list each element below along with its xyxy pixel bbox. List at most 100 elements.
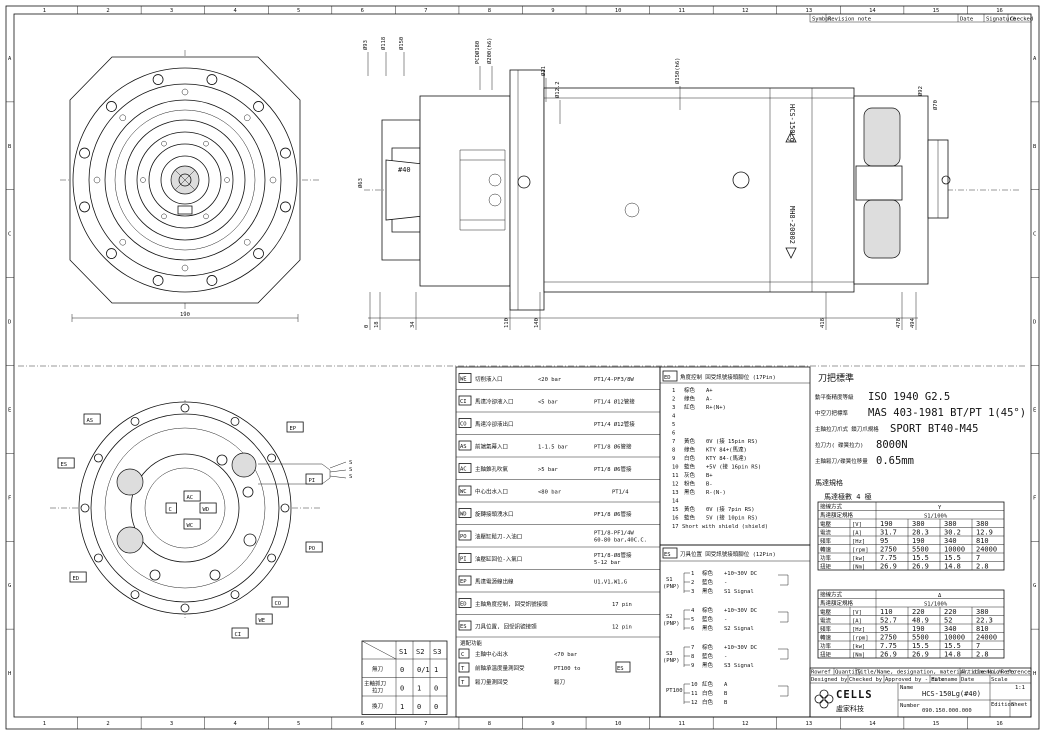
option-code: T	[461, 666, 465, 672]
port-pressure: 1-1.5 bar	[538, 445, 568, 451]
port-tag-ci: CI	[235, 632, 242, 638]
grid-row-C: C	[8, 232, 11, 238]
motor-value: 5500	[912, 634, 929, 642]
wire-tag-1: S	[349, 467, 352, 473]
motor-value: 15.5	[944, 554, 961, 562]
es-pin-color: 棕色	[702, 643, 714, 651]
grid-col-9: 9	[551, 8, 554, 14]
state-value: 1	[417, 685, 421, 693]
motor-value: 190	[912, 625, 925, 633]
port-thread: PT1/4	[612, 490, 629, 496]
motor-row-unit: [V]	[852, 610, 862, 616]
ed-pin-signal: B+	[706, 473, 713, 479]
tb-edition: Edition	[991, 702, 1014, 708]
motor-value: 7.75	[880, 554, 897, 562]
grid-col-7: 7	[424, 721, 427, 727]
motor-value: 48.9	[912, 617, 929, 625]
motor-value: 2750	[880, 634, 897, 642]
rev-symbol: Symbol	[812, 17, 832, 23]
ed-pin-color: 黃色	[684, 437, 696, 445]
motor-value: 190	[912, 537, 925, 545]
es-pin-color: 黑色	[702, 587, 714, 595]
port-thread: PT1/4 Ø12管接	[594, 420, 635, 428]
spec-value: ISO 1940 G2.5	[868, 391, 950, 403]
motor-value: 2750	[880, 546, 897, 554]
es-pin-color: 棕色	[702, 569, 714, 577]
motor-value: 15.5	[912, 554, 929, 562]
port-tag-wd: WD	[203, 507, 210, 513]
ed-pin-no: 3	[672, 405, 675, 411]
body-label-bottom: MH8-20002	[788, 206, 796, 244]
state-value: 1	[434, 666, 438, 674]
port-tag-co: CO	[275, 601, 282, 607]
bottom-dim-5: 418	[820, 318, 826, 328]
ed-title: 角度控制 回受訊號接頭腳位 (17Pin)	[680, 373, 776, 381]
grid-col-9: 9	[551, 721, 554, 727]
es-pin-no: 10	[691, 682, 698, 688]
motor-value: 14.8	[944, 651, 961, 659]
ed-pin-signal: B-	[706, 482, 713, 488]
grid-col-3: 3	[170, 721, 173, 727]
ed-pin-signal: Short with shield (shield)	[682, 524, 768, 530]
state-header-s3: S3	[433, 648, 441, 656]
grid-row-H: H	[1033, 671, 1036, 677]
ed-pin-color: 綠色	[684, 446, 696, 454]
grid-col-8: 8	[488, 8, 491, 14]
bottom-dim-7: 494	[910, 317, 916, 328]
grid-row-C: C	[1033, 232, 1036, 238]
ed-pin-signal: R-(N-)	[706, 490, 726, 496]
tb-company: CELLS	[836, 689, 873, 701]
spec-value: 0.65mm	[876, 455, 914, 467]
ed-pin-no: 10	[672, 465, 679, 471]
motor-sub: 馬達極數 4 極	[824, 492, 872, 501]
top-dim-3: PCDØ180	[474, 41, 481, 64]
side-view: #40 HCS-150Lg MH8-20002	[381, 69, 951, 311]
motor-row-key: 頻率	[820, 537, 832, 545]
port-tag-po: PO	[309, 546, 316, 552]
port-name: 前端氣幕入口	[475, 443, 508, 451]
es-pin-no: 2	[691, 580, 694, 586]
es-pin-color: 黑色	[702, 661, 714, 669]
grid-col-2: 2	[106, 721, 109, 727]
port-code-ci: CI	[460, 399, 467, 405]
ed-pin-color: 綠色	[684, 395, 696, 403]
grid-col-6: 6	[361, 8, 364, 14]
ed-pin-signal: KTY 84-(馬達)	[706, 454, 747, 462]
ed-pin-no: 5	[672, 422, 675, 428]
bottom-dim-2: 34	[410, 321, 416, 328]
motor-value: 10000	[944, 634, 965, 642]
motor-value: 14.8	[944, 563, 961, 571]
port-thread: PT1/4-PF3/8W	[594, 377, 634, 383]
motor-row-key: 扭矩	[820, 651, 832, 659]
motor-value: 380	[976, 608, 989, 616]
grid-col-13: 13	[806, 8, 813, 14]
motor-row-key: 功率	[820, 554, 832, 562]
port-pressure: >5 bar	[538, 467, 559, 473]
grid-col-1: 1	[43, 721, 46, 727]
es-pin-color: 藍色	[702, 578, 714, 586]
motor-row-unit: [kw]	[852, 644, 865, 650]
spec-key: 拉刀力( 碟簧拉力)	[815, 441, 863, 449]
motor-row-key: 頻率	[820, 625, 832, 633]
ed-pin-color: 粉色	[684, 480, 696, 488]
grid-col-5: 5	[297, 8, 300, 14]
option-code: T	[461, 680, 465, 686]
motor-value: 810	[976, 625, 989, 633]
grid-row-A: A	[1033, 56, 1037, 62]
tb-designed: Designed by	[811, 677, 848, 683]
es-group-name: S2	[666, 614, 673, 620]
port-name: 刀具位置, 回受訊號接頭	[475, 623, 537, 631]
ed-pin-signal: KTY 84+(馬達)	[706, 446, 747, 454]
port-code-es: ES	[460, 624, 467, 630]
motor-value: 12.9	[976, 529, 993, 537]
bottom-dim-3: 110	[504, 318, 510, 328]
state-value: 1	[400, 703, 404, 711]
port-tag-es: ES	[61, 462, 68, 468]
grid-row-B: B	[1033, 144, 1037, 150]
es-pin-no: 7	[691, 645, 694, 651]
option-value: PT100 to	[554, 666, 581, 672]
grid-col-1: 1	[43, 8, 46, 14]
